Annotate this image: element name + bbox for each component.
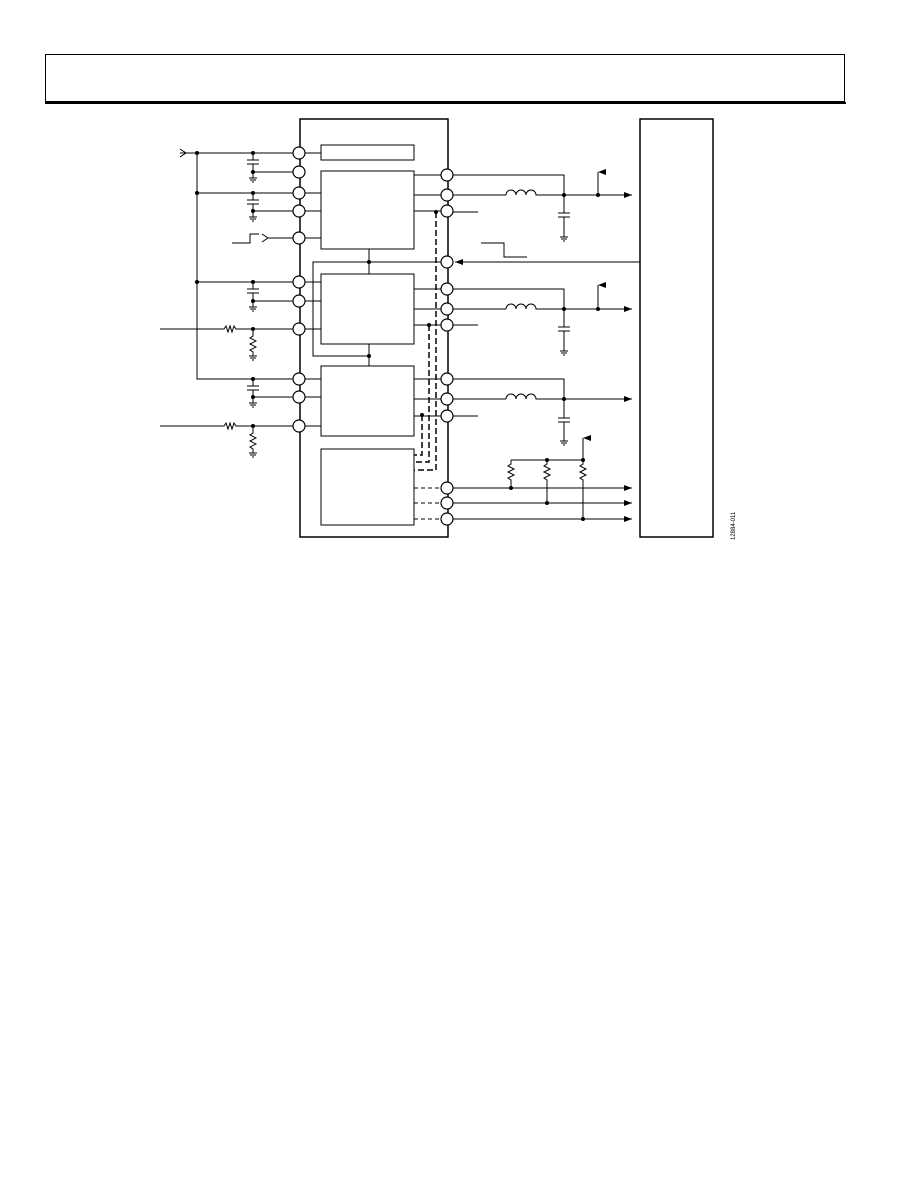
page-header-box — [45, 54, 845, 102]
vin-rail — [180, 152, 293, 380]
pin-l7 — [292, 294, 306, 308]
figure-id-label: 12884-011 — [731, 511, 737, 540]
pin-r1 — [440, 168, 454, 182]
junction-dots — [195, 151, 600, 521]
output-channel-3 — [453, 378, 632, 446]
pin-l8 — [292, 322, 306, 336]
left-pins — [292, 146, 306, 433]
pin-r4 — [440, 255, 454, 269]
pin-r7 — [440, 318, 454, 332]
enable-input-step — [232, 233, 259, 244]
header-rule — [45, 102, 846, 104]
right-pins — [440, 168, 454, 526]
pin-r6 — [440, 302, 454, 316]
pin-l3 — [292, 186, 306, 200]
pin-l5 — [292, 231, 306, 245]
power-good-traces — [414, 212, 437, 471]
block-diagram — [160, 118, 714, 538]
enable-step-glyph — [481, 242, 527, 258]
adjust-input-2 — [160, 421, 293, 431]
ic-package — [299, 118, 449, 538]
output-channel-2 — [453, 282, 632, 356]
supervisory-block — [320, 448, 415, 526]
target-device-block — [639, 118, 714, 538]
pin-r3 — [440, 204, 454, 218]
pin-l1 — [292, 146, 306, 160]
pin-l2 — [292, 165, 306, 179]
regulator-3-block — [320, 365, 415, 437]
adjust-input-1 — [160, 324, 293, 334]
pin-l11 — [292, 419, 306, 433]
pin-l10 — [292, 390, 306, 404]
pin-r9 — [440, 392, 454, 406]
pin-l4 — [292, 204, 306, 218]
input-capacitors — [247, 153, 293, 408]
pin-r10 — [440, 409, 454, 423]
pin-r12 — [440, 496, 454, 510]
pin-r8 — [440, 372, 454, 386]
regulator-1-block — [320, 170, 415, 250]
pin-l9 — [292, 372, 306, 386]
pin-r11 — [440, 481, 454, 495]
pin-r13 — [440, 512, 454, 526]
output-channel-1 — [453, 169, 632, 242]
pin-r2 — [440, 188, 454, 202]
pin-r5 — [440, 282, 454, 296]
regulator-2-block — [320, 273, 415, 345]
pull-up-network — [453, 435, 632, 522]
reference-block — [320, 144, 415, 161]
pin-l6 — [292, 275, 306, 289]
